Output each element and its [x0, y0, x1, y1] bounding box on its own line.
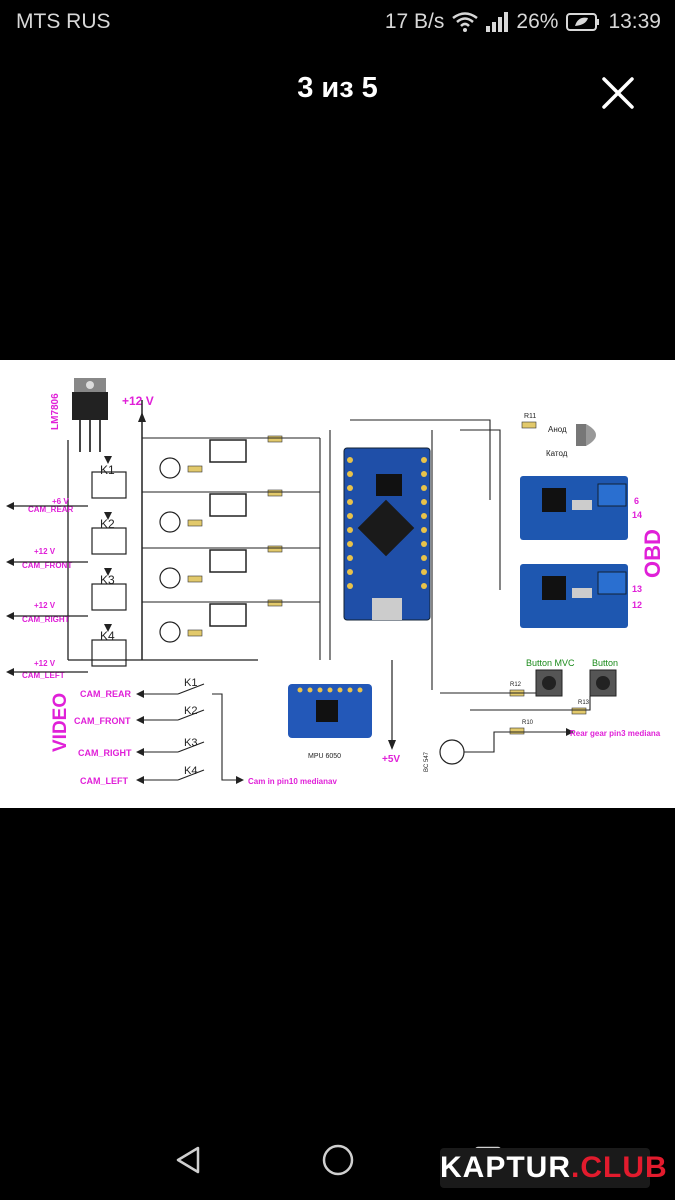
- back-icon: [176, 1146, 200, 1174]
- r13-label: R13: [578, 700, 590, 706]
- obd-label: OBD: [640, 529, 665, 578]
- cam-left2-label: CAM_LEFT: [80, 776, 128, 786]
- pro-micro-board: [343, 447, 431, 621]
- network-speed: 17 B/s: [384, 10, 445, 33]
- kaptur-club-watermark: KAPTUR.CLUB: [440, 1148, 667, 1188]
- home-icon: [322, 1144, 354, 1176]
- home-button[interactable]: [320, 1142, 356, 1178]
- button-mvc: [535, 669, 563, 697]
- back-button[interactable]: [170, 1142, 206, 1178]
- wifi-icon: [452, 12, 479, 32]
- v12-top-label: +12 V: [122, 394, 154, 408]
- image-counter: 3 из 5: [297, 72, 378, 104]
- button-mvc-label: Button MVC: [526, 658, 575, 668]
- v12-b-label: +12 V: [34, 601, 56, 610]
- cam-front-label: CAM_FRONT: [22, 561, 72, 570]
- k1b-label: K1: [184, 677, 197, 689]
- battery-icon: [566, 12, 600, 32]
- video-label: VIDEO: [50, 693, 71, 752]
- cam-rear2-label: CAM_REAR: [80, 689, 132, 699]
- status-bar: MTS RUS 17 B/s 26% 13:39: [0, 0, 675, 46]
- k3-label: K3: [100, 573, 115, 587]
- lm7806-label: LM7806: [50, 393, 61, 430]
- pin12-label: 12: [632, 600, 642, 610]
- k4b-label: K4: [184, 765, 197, 777]
- pin14-label: 14: [632, 510, 642, 520]
- button-label: Button: [592, 658, 618, 668]
- transistor-group: [159, 457, 181, 643]
- mpu-label: MPU 6050: [308, 753, 341, 760]
- v5-label: +5V: [382, 754, 400, 765]
- cam-left-label: CAM_LEFT: [22, 671, 65, 680]
- button-2: [589, 669, 617, 697]
- k1-label: K1: [100, 463, 115, 477]
- r12-label: R12: [510, 682, 522, 688]
- pin6-label: 6: [634, 496, 639, 506]
- r10-label: R10: [522, 720, 534, 726]
- optocoupler-group: [209, 439, 247, 627]
- battery-percent: 26%: [516, 10, 559, 33]
- resistor-group: [187, 435, 283, 637]
- signal-icon: [486, 12, 509, 32]
- cam-right-label: CAM_RIGHT: [22, 615, 70, 624]
- watermark-club: .CLUB: [571, 1151, 668, 1184]
- k3b-label: K3: [184, 737, 197, 749]
- close-icon: [602, 77, 634, 109]
- status-indicators: 17 B/s 26% 13:39: [385, 10, 661, 34]
- cam-right2-label: CAM_RIGHT: [78, 748, 132, 758]
- bc547-label: BC 547: [424, 751, 430, 772]
- cam-front2-label: CAM_FRONT: [74, 716, 131, 726]
- can-module-2: [520, 564, 628, 628]
- can-module-1: [520, 476, 628, 540]
- cam-pin-label: Cam in pin10 medianav: [248, 777, 337, 786]
- pin13-label: 13: [632, 584, 642, 594]
- relay-group: [91, 456, 127, 667]
- k2-label: K2: [100, 517, 115, 531]
- katod-label: Катод: [546, 449, 568, 458]
- r11-label: R11: [524, 413, 536, 420]
- close-button[interactable]: [601, 76, 635, 110]
- v12-c-label: +12 V: [34, 659, 56, 668]
- mpu-board: [288, 684, 372, 738]
- rear-gear-label: Rear gear pin3 mediana: [570, 729, 661, 738]
- schematic-image[interactable]: LM7806 +12 V K1 K2 K3 K4 +6 V CAM_REAR +…: [0, 360, 675, 808]
- cam-rear-label: CAM_REAR: [28, 505, 74, 514]
- v12-a-label: +12 V: [34, 547, 56, 556]
- led: [576, 424, 596, 446]
- carrier-label: MTS RUS: [16, 10, 111, 33]
- v6-label: +6 V: [52, 497, 69, 506]
- lm7806-regulator: [72, 378, 108, 452]
- anod-label: Анод: [548, 425, 567, 434]
- clock: 13:39: [608, 10, 661, 33]
- k4-label: K4: [100, 629, 115, 643]
- k2b-label: K2: [184, 705, 197, 717]
- watermark-kaptur: KAPTUR: [440, 1151, 571, 1184]
